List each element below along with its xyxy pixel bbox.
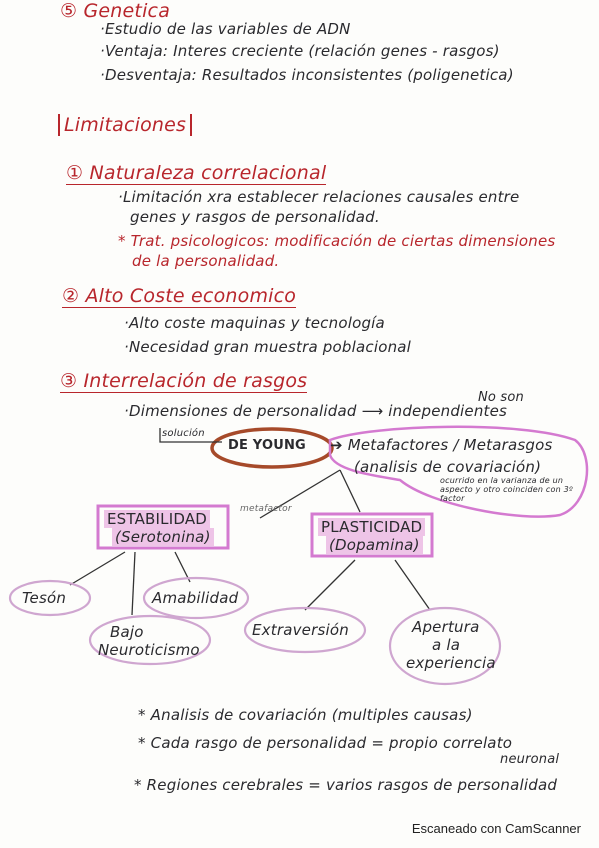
heading-naturaleza: ① Naturaleza correlacional [66, 162, 327, 185]
arrow-to-estabilidad [259, 469, 341, 519]
node-bajo: Bajo [110, 623, 144, 641]
bullet-naturaleza-1a: ·Limitación xra establecer relaciones ca… [118, 188, 520, 206]
bullet-coste-1: ·Alto coste maquinas y tecnología [124, 314, 385, 332]
solucion-label: solución [162, 428, 205, 439]
bullet-naturaleza-1b: genes y rasgos de personalidad. [130, 208, 380, 226]
deyoung-ellipse [210, 427, 334, 469]
bullet-coste-2: ·Necesidad gran muestra poblacional [124, 338, 412, 356]
node-teson: Tesón [22, 589, 67, 607]
bullet-genetica-3: ·Desventaja: Resultados inconsistentes (… [100, 66, 514, 84]
covariance-note: ocurrido en la varianza de un aspecto y … [440, 476, 573, 503]
no-son-label: No son [478, 390, 524, 405]
camscanner-watermark: Escaneado con CamScanner [411, 821, 581, 836]
node-neuroticismo: Neuroticismo [98, 641, 200, 659]
heading-coste: ② Alto Coste economico [62, 285, 297, 308]
note-correlato: * Cada rasgo de personalidad = propio co… [138, 734, 513, 752]
note-regiones: * Regiones cerebrales = varios rasgos de… [134, 776, 558, 794]
heading-interrelacion: ③ Interrelación de rasgos [60, 370, 308, 393]
node-plasticidad: PLASTICIDAD [318, 518, 426, 536]
bullet-genetica-1: ·Estudio de las variables de ADN [100, 20, 351, 38]
plasticidad-frame [310, 512, 434, 558]
note-correlato-neuronal: neuronal [500, 752, 560, 767]
analisis-covariacion: (analisis de covariación) [354, 458, 542, 476]
bullet-naturaleza-2a: * Trat. psicologicos: modificación de ci… [118, 232, 556, 250]
metafactores-label: ➔ Metafactores / Metarasgos [330, 436, 553, 454]
limitaciones-box: Limitaciones [58, 114, 193, 136]
node-estabilidad: ESTABILIDAD [104, 510, 211, 528]
dimensiones-text: ·Dimensiones de personalidad ⟶ independi… [124, 402, 508, 420]
note-analisis: * Analisis de covariación (multiples cau… [138, 706, 473, 724]
node-amabilidad: Amabilidad [152, 589, 239, 607]
extraversion-ellipse [243, 606, 367, 654]
metafactor-label: metafactor [240, 504, 292, 514]
node-apertura-2: a la [432, 636, 461, 654]
neuroticismo-ellipse [88, 614, 212, 666]
bullet-naturaleza-2b: de la personalidad. [132, 252, 280, 270]
teson-ellipse [8, 579, 92, 617]
node-apertura-3: experiencia [406, 654, 496, 672]
heading-genetica: ⑤ Genetica [60, 0, 171, 22]
node-dopamina: (Dopamina) [326, 536, 423, 554]
metafactores-outline [328, 425, 589, 518]
node-serotonina: (Serotonina) [112, 528, 214, 546]
node-extraversion: Extraversión [252, 621, 349, 639]
bullet-genetica-2: ·Ventaja: Interes creciente (relación ge… [100, 42, 500, 60]
deyoung-label: DE YOUNG [228, 438, 306, 453]
apertura-ellipse [388, 606, 502, 686]
node-apertura-1: Apertura [412, 618, 480, 636]
estabilidad-frame [96, 504, 230, 550]
amabilidad-ellipse [142, 576, 250, 620]
limitaciones-title: Limitaciones [64, 114, 187, 136]
